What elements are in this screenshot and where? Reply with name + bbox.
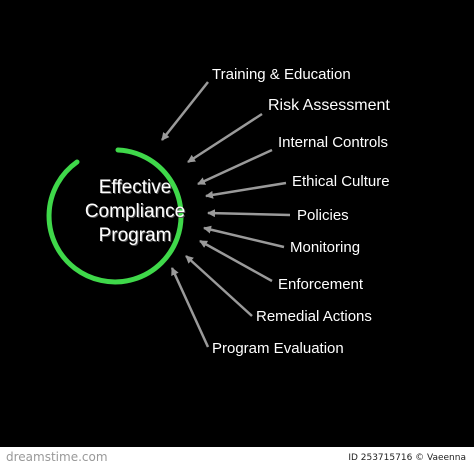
diagram-graphics xyxy=(46,81,291,348)
item-training: Training & Education xyxy=(212,66,351,83)
arrow-monitoring xyxy=(203,225,285,249)
arrow-policies xyxy=(207,209,291,218)
arrow-enforcement xyxy=(199,239,273,283)
arrows xyxy=(161,81,291,348)
item-remedial-actions: Remedial Actions xyxy=(256,308,372,325)
arrow-training xyxy=(161,81,209,141)
center-line-3: Program xyxy=(98,225,172,246)
arrow-internal xyxy=(197,148,273,186)
arrow-ethical xyxy=(205,181,287,199)
center-line-1: Effective xyxy=(98,177,172,198)
item-policies: Policies xyxy=(297,207,349,224)
center-line-2: Compliance xyxy=(84,201,186,222)
diagram-canvas: Effective Compliance Program Training & … xyxy=(46,66,390,357)
item-internal-controls: Internal Controls xyxy=(278,134,389,151)
center-title: Effective Compliance Program xyxy=(68,176,202,248)
item-monitoring: Monitoring xyxy=(290,239,361,256)
brand-logo: dreamstime.com xyxy=(6,450,108,464)
item-ethical-culture: Ethical Culture xyxy=(292,173,390,190)
arrow-remedial xyxy=(185,255,253,317)
center-ring xyxy=(46,147,184,285)
item-enforcement: Enforcement xyxy=(278,276,364,293)
item-risk: Risk Assessment xyxy=(268,97,390,114)
item-program-evaluation: Program Evaluation xyxy=(212,340,344,357)
image-id: ID 253715716 © Vaeenna xyxy=(348,453,466,463)
arrow-evaluation xyxy=(170,267,210,348)
footer-bar: dreamstime.com ID 253715716 © Vaeenna xyxy=(0,447,474,471)
arrow-risk xyxy=(187,112,263,164)
